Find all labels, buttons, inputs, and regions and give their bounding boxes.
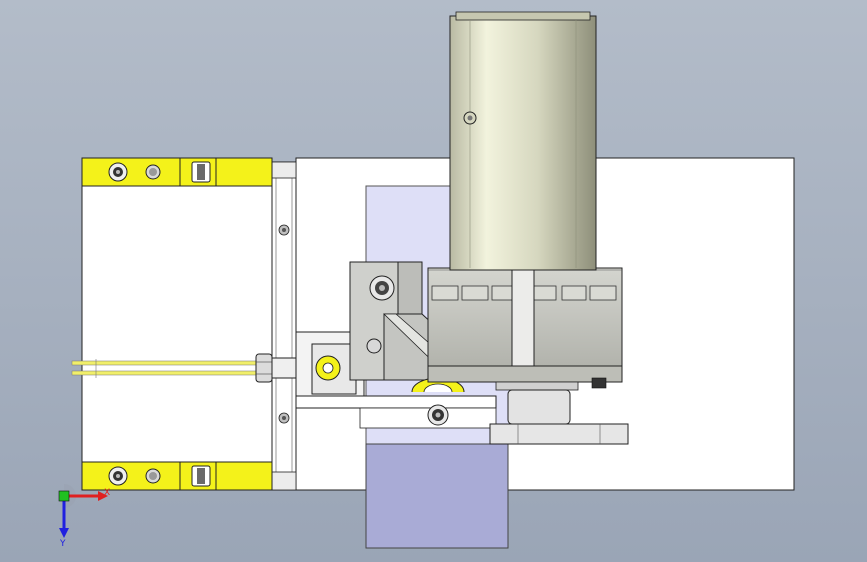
rail-screw-icon [278,224,290,236]
left-frame-plate [81,157,273,491]
rail-screw-icon [278,412,290,424]
x-axis-label: X [104,488,110,498]
y-axis-label: Y [59,539,66,549]
fitting-nut [255,353,297,383]
slide-block-lower [365,443,509,549]
motor-cylinder [449,11,597,271]
washer-icon [145,468,161,484]
hex-socket-screw-icon [108,162,128,182]
hex-socket-screw-icon [427,404,449,426]
connector-icon [591,377,607,389]
washer-icon [145,164,161,180]
bracket-hole-icon [366,338,382,354]
hex-socket-screw-icon [108,466,128,486]
vertical-rail [271,161,297,491]
output-flange [489,381,629,445]
hex-socket-screw-icon [369,275,395,301]
motor-port-icon [463,111,477,125]
coordinate-triad [58,484,108,538]
